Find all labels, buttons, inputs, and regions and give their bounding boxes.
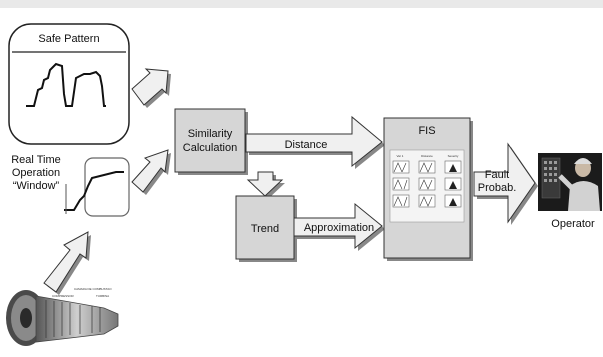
arrow-safe-to-similarity <box>131 68 171 108</box>
similarity-calculation-block: Similarity Calculation <box>174 108 248 175</box>
fis-title: FIS <box>418 125 435 137</box>
fault-line2: Probab. <box>478 182 517 194</box>
real-time-line2: Operation <box>12 167 60 179</box>
trend-label: Trend <box>251 223 279 235</box>
fis-col-1: Var 1 <box>397 154 404 158</box>
approximation-label: Approximation <box>304 222 374 234</box>
operator-picture: Operator <box>538 153 602 230</box>
engine-picture: COMPRESSOR CAMARA DE COMBUSTAO TURBINA <box>6 287 119 346</box>
top-strip <box>0 0 603 8</box>
distance-label: Distance <box>285 139 328 151</box>
fis-col-2: Distance <box>421 154 433 158</box>
safe-pattern-signal <box>26 62 106 107</box>
engine-label-turbine: TURBINA <box>96 294 109 298</box>
fault-probability-arrow: Fault Probab. <box>473 142 538 225</box>
arrow-similarity-to-trend <box>246 171 285 199</box>
real-time-line3: “Window” <box>13 180 60 192</box>
arrow-window-to-similarity <box>131 149 171 195</box>
fault-line1: Fault <box>485 169 509 181</box>
distance-arrow: Distance <box>245 115 385 169</box>
real-time-line1: Real Time <box>11 154 61 166</box>
safe-pattern-title: Safe Pattern <box>38 33 99 45</box>
engine-label-compressor: COMPRESSOR <box>52 294 75 298</box>
safe-pattern-box: Safe Pattern <box>8 23 130 145</box>
similarity-line2: Calculation <box>183 142 237 154</box>
real-time-window: Real Time Operation “Window” <box>11 154 130 217</box>
arrow-engine-to-window <box>43 231 91 295</box>
similarity-line1: Similarity <box>188 128 233 140</box>
approximation-arrow: Approximation <box>293 202 385 251</box>
trend-block: Trend <box>235 195 297 262</box>
real-time-signal <box>64 171 124 211</box>
operator-label: Operator <box>551 218 595 230</box>
engine-label-combustion: CAMARA DE COMBUSTAO <box>74 287 112 291</box>
fis-panel: FIS Var 1 Distance Severity <box>383 117 473 261</box>
fis-col-3: Severity <box>448 154 459 158</box>
